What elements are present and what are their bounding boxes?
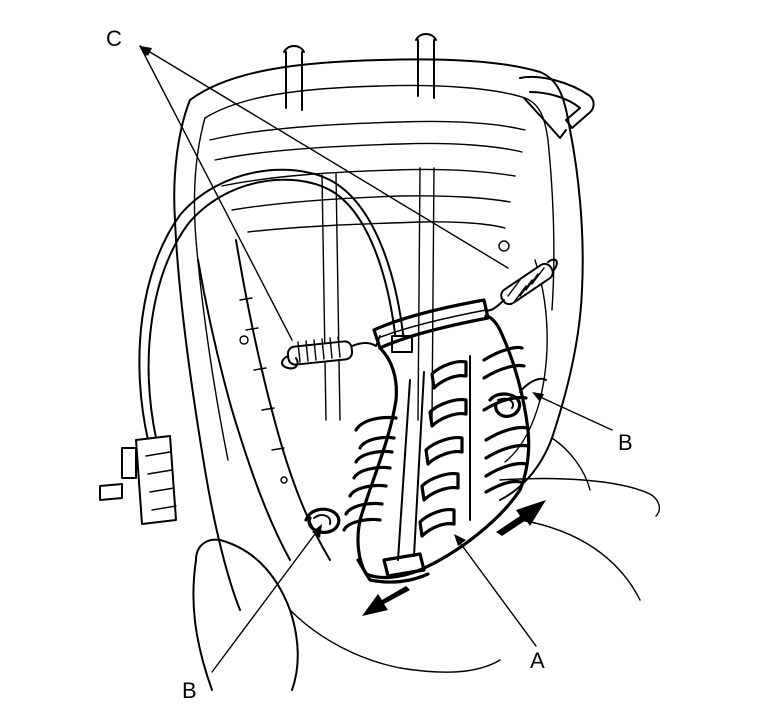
callout-c: C <box>106 26 122 51</box>
tension-spring-left <box>281 335 381 370</box>
tension-spring-right <box>485 258 558 312</box>
leader-lines <box>139 45 613 673</box>
callout-b-left: B <box>182 678 197 703</box>
direction-arrow-down-left <box>362 586 410 616</box>
release-cable <box>138 168 413 441</box>
plate-slots <box>342 345 530 561</box>
callout-b-right: B <box>618 430 633 455</box>
lumbar-adjust-knob <box>99 435 177 525</box>
callout-a: A <box>530 648 545 673</box>
lumbar-support-plate <box>342 298 531 584</box>
retaining-clip-right <box>488 377 547 418</box>
direction-arrow-up-right <box>496 500 546 536</box>
retaining-clip-left <box>304 507 341 534</box>
seat-cushion-outline <box>192 437 661 691</box>
